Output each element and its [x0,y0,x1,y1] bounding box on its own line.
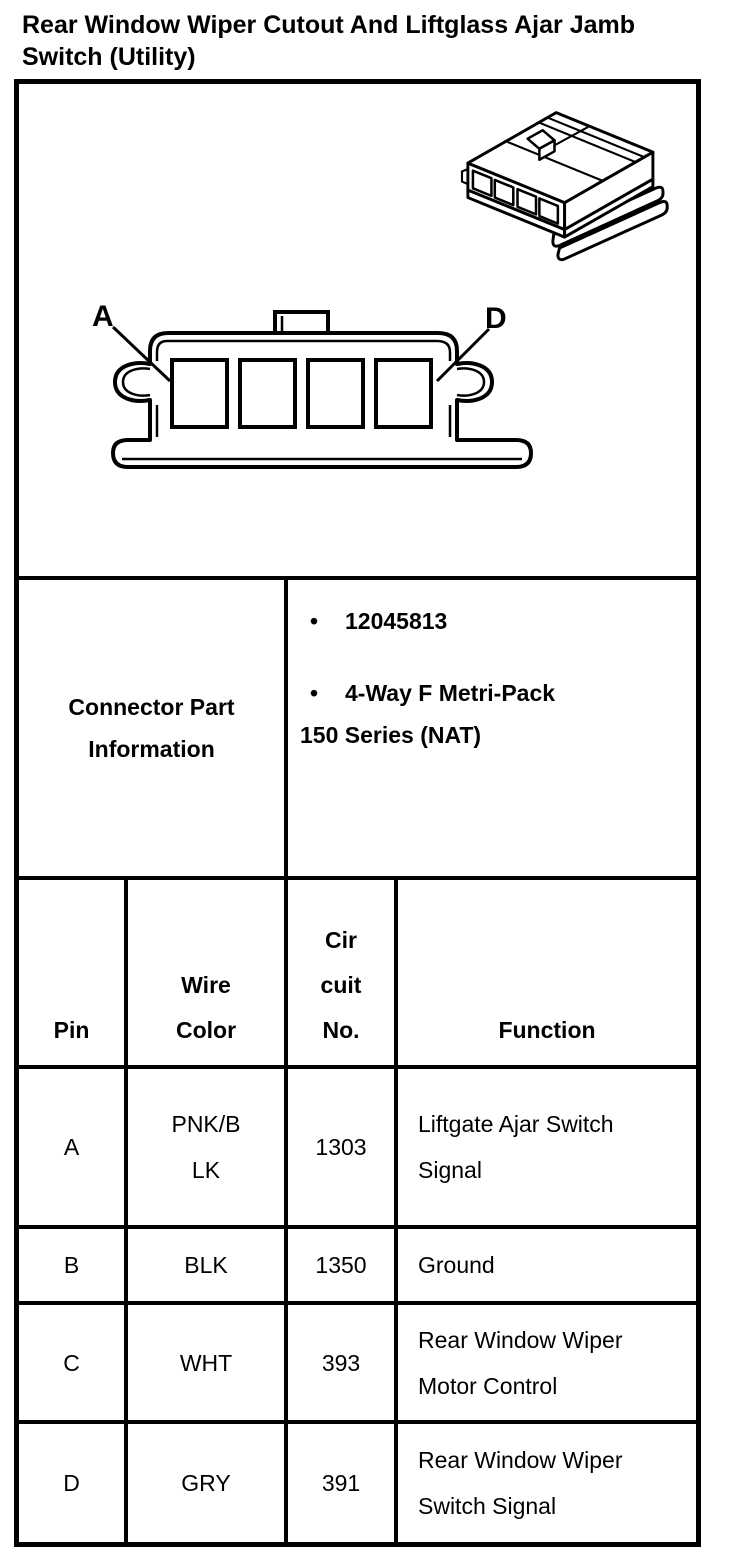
wire-color-cell: PNK/B LK [124,1069,284,1225]
pin-cell: A [63,1134,80,1160]
part-series-continuation: 150 Series (NAT) [300,722,482,748]
connector-front-view-drawing: A D [92,300,533,469]
pin-cell: D [63,1470,80,1496]
function-cell: Ground [394,1229,696,1301]
pin-a-callout-label: A [92,300,114,333]
function-cell: Rear Window Wiper Switch Signal [394,1424,696,1542]
part-info-row: Connector Part Information • 12045813 • 4-… [19,576,696,876]
iso-lock-tab-front [538,139,556,161]
front-inner-wall-latch-right [456,367,486,397]
front-cavity-a [170,358,229,429]
leader-line-pin-d [435,327,491,383]
front-cavity-b [238,358,297,429]
part-number-item: • 12045813 [300,600,686,642]
iso-top-face [466,111,655,205]
part-info-label: Connector Part Information [68,694,235,762]
page-title-line1: Rear Window Wiper Cutout And Liftglass A… [22,11,636,39]
iso-lid-split-line [505,140,603,182]
iso-cavity-4 [538,197,560,225]
part-series-text: 4-Way F Metri-Pack [345,680,556,706]
iso-lock-slot-line [552,125,589,148]
wire-color-cell: BLK [124,1229,284,1301]
part-series-item: • 4-Way F Metri-Pack 150 Series (NAT) [300,672,686,756]
front-cavity-d [374,358,433,429]
pin-d-callout-label: D [485,302,507,335]
pin-cell: B [63,1252,80,1278]
connector-diagram-cell: A D [19,84,696,576]
function-cell: Rear Window Wiper Motor Control [394,1305,696,1420]
connector-info-table: A D Connector Part Information • 12045813… [14,79,701,1547]
circuit-no-header: Cir cuit No. [284,880,394,1065]
pin-table-header-row: Pin Wire Color Cir cuit No. Function [19,876,696,1065]
table-row-pin-c: C WHT 393 Rear Window Wiper Motor Contro… [19,1301,696,1420]
front-inner-wall-top [155,339,452,361]
page-title: Rear Window Wiper Cutout And Liftglass A… [22,9,722,73]
part-number-text: 12045813 [345,608,448,634]
table-row-pin-d: D GRY 391 Rear Window Wiper Switch Signa… [19,1420,696,1542]
part-info-details: • 12045813 • 4-Way F Metri-Pack 150 Series… [284,580,696,876]
leader-line-pin-a [111,325,172,383]
front-inner-wall-latch-left [121,367,151,397]
pin-cell: C [63,1349,80,1376]
iso-cavity-2 [493,178,515,207]
connector-isometric-drawing [460,111,669,262]
iso-lid-step-line1 [547,116,645,159]
bullet-icon: • [310,680,319,706]
wire-color-cell: GRY [124,1424,284,1542]
function-header: Function [394,880,696,1065]
page-title-line2: Switch (Utility) [22,43,196,71]
iso-lid-step-line2 [538,121,637,164]
iso-rail-upper [551,185,665,248]
iso-left-notch [460,167,469,186]
iso-rail-lower [556,200,669,262]
circuit-no-cell: 391 [284,1424,394,1542]
function-cell: Liftgate Ajar Switch Signal [394,1069,696,1225]
table-row-pin-b: B BLK 1350 Ground [19,1225,696,1301]
table-row-pin-a: A PNK/B LK 1303 Liftgate Ajar Switch Sig… [19,1065,696,1225]
circuit-no-cell: 393 [284,1305,394,1420]
wire-color-header: Wire Color [124,880,284,1065]
circuit-no-cell: 1303 [284,1069,394,1225]
front-cavity-c [306,358,365,429]
circuit-no-cell: 1350 [284,1229,394,1301]
pin-header: Pin [53,1017,90,1043]
iso-cavity-1 [471,169,493,198]
bullet-icon: • [310,608,319,634]
iso-cavity-3 [516,187,538,216]
wire-color-cell: WHT [124,1305,284,1420]
